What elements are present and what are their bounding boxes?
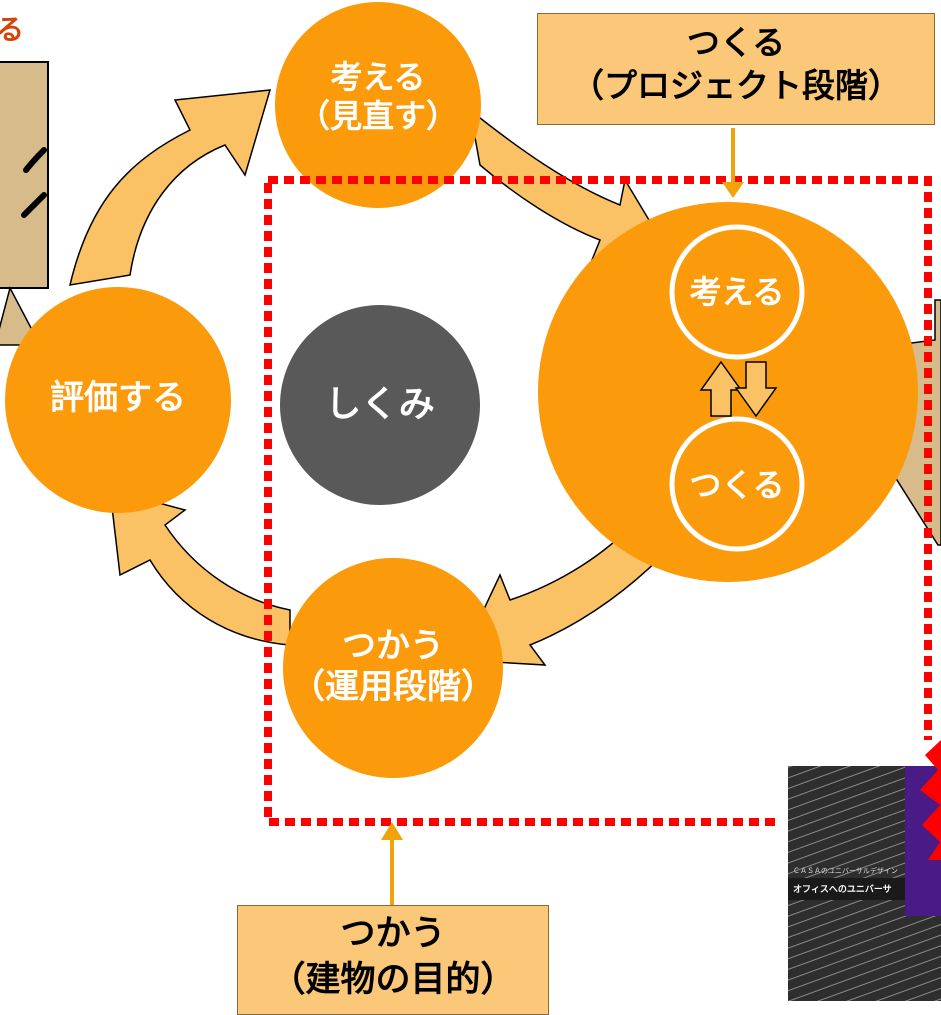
arrow-use-to-evaluate bbox=[109, 488, 291, 646]
inner-make-label: つくる bbox=[689, 466, 785, 504]
center-circle bbox=[280, 305, 480, 505]
arrow-evaluate-to-think bbox=[69, 89, 272, 286]
down-arrow-icon bbox=[734, 361, 778, 418]
top-left-callout-box bbox=[0, 61, 49, 289]
pointer-head-top bbox=[722, 182, 744, 198]
pointer-head-bottom bbox=[381, 822, 403, 840]
starburst-icon bbox=[920, 740, 941, 860]
use-operation-line2: （運用段階） bbox=[291, 667, 495, 708]
book-text-line1: ＣＡＳＡのユニバーサルデザイン bbox=[793, 867, 898, 875]
top-left-fragment: る bbox=[0, 13, 25, 46]
make-project-line2: （プロジェクト段階） bbox=[571, 65, 901, 105]
evaluate-circle bbox=[5, 287, 231, 513]
use-operation-line1: つかう bbox=[342, 626, 444, 666]
use-operation-label: つかう （運用段階） bbox=[278, 626, 508, 709]
think-review-line2: （見直す） bbox=[297, 97, 458, 136]
book-text-line2: オフィスへのユニバーサ bbox=[793, 885, 892, 895]
think-review-line1: 考える bbox=[330, 58, 426, 96]
callout-slash-mark-2 bbox=[21, 192, 47, 218]
use-purpose-box: つかう （建物の目的） bbox=[237, 905, 549, 1015]
make-project-box: つくる （プロジェクト段階） bbox=[537, 13, 935, 125]
inner-make-circle bbox=[669, 416, 805, 552]
up-arrow-icon bbox=[699, 360, 743, 417]
use-operation-circle bbox=[283, 558, 503, 778]
arrow-think-to-project bbox=[468, 108, 672, 266]
make-project-line1: つくる bbox=[686, 23, 786, 62]
use-purpose-line1: つかう bbox=[340, 914, 446, 954]
center-label: しくみ bbox=[325, 384, 435, 425]
dotted-frame bbox=[264, 176, 932, 826]
evaluate-label: 評価する bbox=[50, 378, 186, 418]
think-review-circle bbox=[275, 2, 481, 208]
inner-think-circle bbox=[669, 224, 805, 360]
book-title-band bbox=[788, 878, 941, 900]
callout-slash-mark-1 bbox=[23, 147, 47, 173]
inner-think-label: 考える bbox=[689, 273, 785, 311]
think-review-label: 考える （見直す） bbox=[283, 58, 473, 136]
use-purpose-line2: （建物の目的） bbox=[270, 959, 516, 1000]
